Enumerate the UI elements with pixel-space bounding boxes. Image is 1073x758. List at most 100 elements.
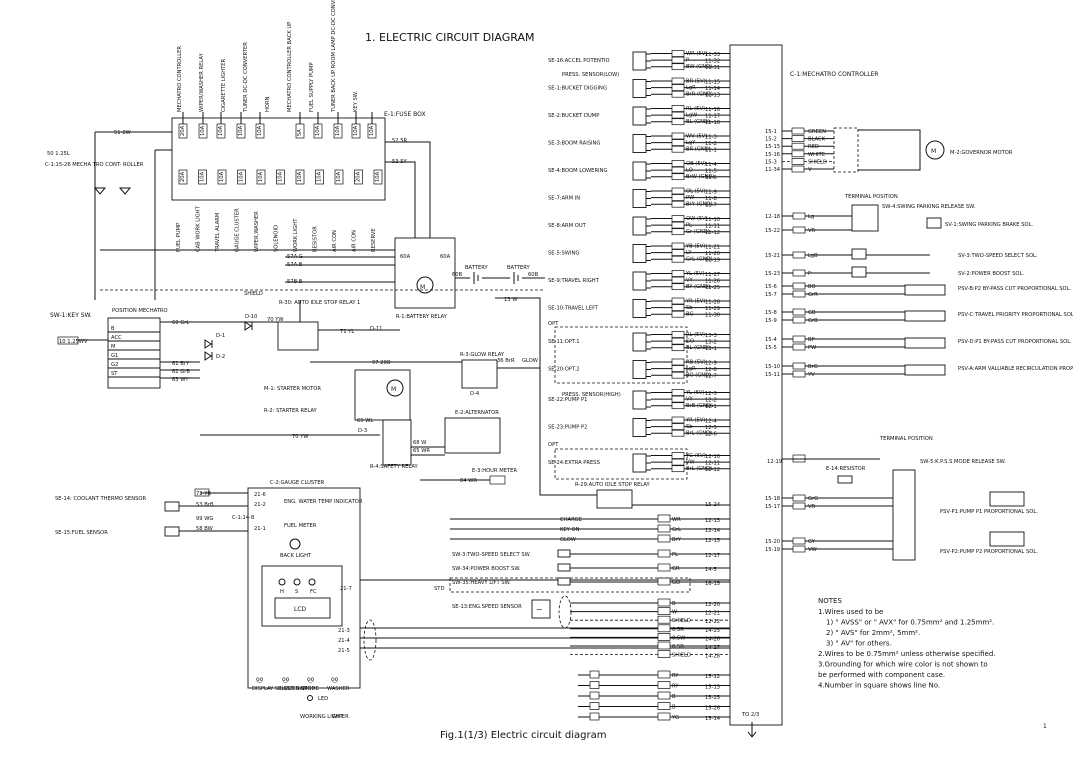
line-no-box — [671, 90, 685, 98]
sensor-icon — [632, 216, 647, 236]
sensor-leads — [646, 246, 651, 261]
line-no-box — [671, 458, 685, 466]
sensor-pin: 11-16 — [705, 107, 720, 113]
line-no-box — [657, 598, 671, 607]
right-row-pin: 15-6 — [765, 284, 777, 290]
pump-p1-sol-label: PSV-P1:PUMP P1 PROPORTIONAL SOL. — [940, 509, 1038, 515]
glow-plug-label: GLOW — [522, 358, 538, 364]
line-no-box — [657, 712, 671, 721]
pin-21-6: 21-6 — [254, 492, 266, 498]
sensor-pin: 11-11 — [705, 224, 720, 230]
wire-label-51: 51 2W — [114, 130, 131, 136]
line-no-box — [657, 534, 671, 543]
working-light-label: WORKING LIGHT — [300, 714, 344, 720]
switch-row-label: SW-3:TWO-SPEED SELECT SW. — [452, 552, 531, 558]
wire-99: 13 W — [504, 297, 517, 303]
line-no-box — [792, 316, 806, 324]
sensor-pin: 12-6 — [705, 432, 717, 438]
right-row-wire: LgB — [808, 253, 818, 259]
diode-d11-label: D-11 — [370, 326, 382, 332]
sensor-icon — [632, 189, 647, 208]
sensor-pin: 11-9 — [705, 190, 717, 196]
fuse-top-rating: 10A — [353, 125, 359, 136]
sensor-pin: 11-14 — [705, 86, 721, 92]
sensor-pin: 11-6 — [705, 175, 717, 181]
sensor-label: SE-2:BUCKET DUMP — [548, 113, 599, 119]
charge-row-label: GLOW — [560, 537, 576, 543]
right-row-wire: GrB — [808, 318, 818, 324]
swing-parking-label: SW-4:SWING PARKING RELEASE SW. — [882, 204, 976, 210]
battery-relay-label: R-1:BATTERY RELAY — [396, 314, 448, 320]
line-no-box — [671, 358, 685, 366]
sensor-pin: 13-2 — [705, 340, 717, 346]
coolant-sensor-icon — [164, 501, 180, 512]
diode-d1-label: D-1 — [216, 333, 225, 339]
fuse-bottom — [334, 169, 344, 185]
sensor-pin: 11-31 — [705, 65, 720, 71]
line-no-box — [671, 249, 685, 256]
line-no-box — [671, 50, 685, 57]
sensor-pin: 11-7 — [705, 203, 717, 209]
mechatro-controller-block — [729, 44, 783, 726]
key-sw-out-wires — [160, 321, 260, 379]
sensor-label: SE-10:TRAVEL LEFT — [548, 306, 599, 312]
speed-row-wire: SHIELD — [672, 653, 691, 659]
line-no-box — [791, 165, 805, 173]
sensor-leads — [646, 81, 651, 96]
cluster-shield-ellipse — [363, 619, 377, 661]
right-row-pin: 15-11 — [765, 372, 780, 378]
wire-73: 53 BrB — [196, 502, 214, 508]
speed-row-wire: 0.5B — [672, 644, 684, 650]
sensor-leads — [646, 53, 651, 69]
speed-row-wire: SHIELD — [672, 618, 691, 624]
line-no-box — [671, 187, 685, 195]
pump-row-pin: 15-19 — [765, 547, 780, 553]
line-no-box — [671, 118, 685, 126]
wire-97: 97 20B — [372, 360, 391, 366]
speed-row-pin: 14-25 — [705, 628, 720, 634]
right-row-wire: GrR — [808, 292, 818, 298]
fuse-top-rating: 5A — [297, 129, 303, 136]
cluster-led-icon — [307, 695, 313, 701]
wire-76: 36 BrR — [497, 358, 515, 364]
line-no-box — [671, 139, 685, 146]
governor-frame — [858, 129, 921, 171]
switch-row-pin: 12-17 — [705, 553, 720, 559]
bottom-row-pin: 15-12 — [705, 674, 720, 680]
wire-63: 63 WY — [172, 377, 189, 383]
fuse-bottom-label: WORK LIGHT — [293, 218, 299, 252]
sensor-pin: 12-8 — [705, 367, 717, 373]
wire-label-53: 53 5Y — [392, 159, 408, 165]
line-no-box — [671, 255, 685, 263]
eng-speed-sensor-label: SE-13:ENG.SPEED SENSOR — [452, 604, 522, 610]
line-no-box — [671, 194, 685, 201]
line-no-box — [671, 166, 685, 174]
pin-21-2: 21-2 — [254, 502, 266, 508]
line-no-box — [671, 215, 685, 222]
lcd-screen — [274, 597, 331, 619]
line-no-box — [671, 344, 685, 352]
wire-label-52: 52 5R — [392, 138, 408, 144]
kpss-terminal-block — [892, 469, 916, 561]
pin-12-19: 12-19 — [767, 459, 782, 465]
sensor-leads — [646, 420, 651, 435]
right-row-wire: GB — [808, 310, 816, 316]
governor-connector — [833, 127, 859, 173]
fuse-bottom-label: TRAVEL ALARM — [215, 213, 221, 253]
eng-speed-sensor-icon — [531, 599, 551, 619]
charge-row-wire: BrY — [672, 537, 682, 543]
sensor-pin: 11-28 — [705, 300, 720, 306]
fuse-top-rating: 10A — [335, 125, 341, 136]
auto-idle-stop-wire — [495, 297, 597, 496]
line-no-box — [671, 337, 685, 345]
sensor-leads — [646, 362, 651, 377]
opt-group-2 — [554, 448, 688, 480]
c1-14-8-label: C-1:14-8 — [232, 515, 254, 521]
back-light-icon — [289, 538, 301, 550]
line-no-box — [657, 624, 671, 633]
sensor-pin: 11-30 — [705, 313, 720, 319]
governor-wire: GREEN — [808, 129, 826, 135]
fuel-sensor-label: SE-15:FUEL SENSOR — [55, 530, 108, 536]
key-switch-header: POSITION MECHATRO — [112, 308, 168, 314]
